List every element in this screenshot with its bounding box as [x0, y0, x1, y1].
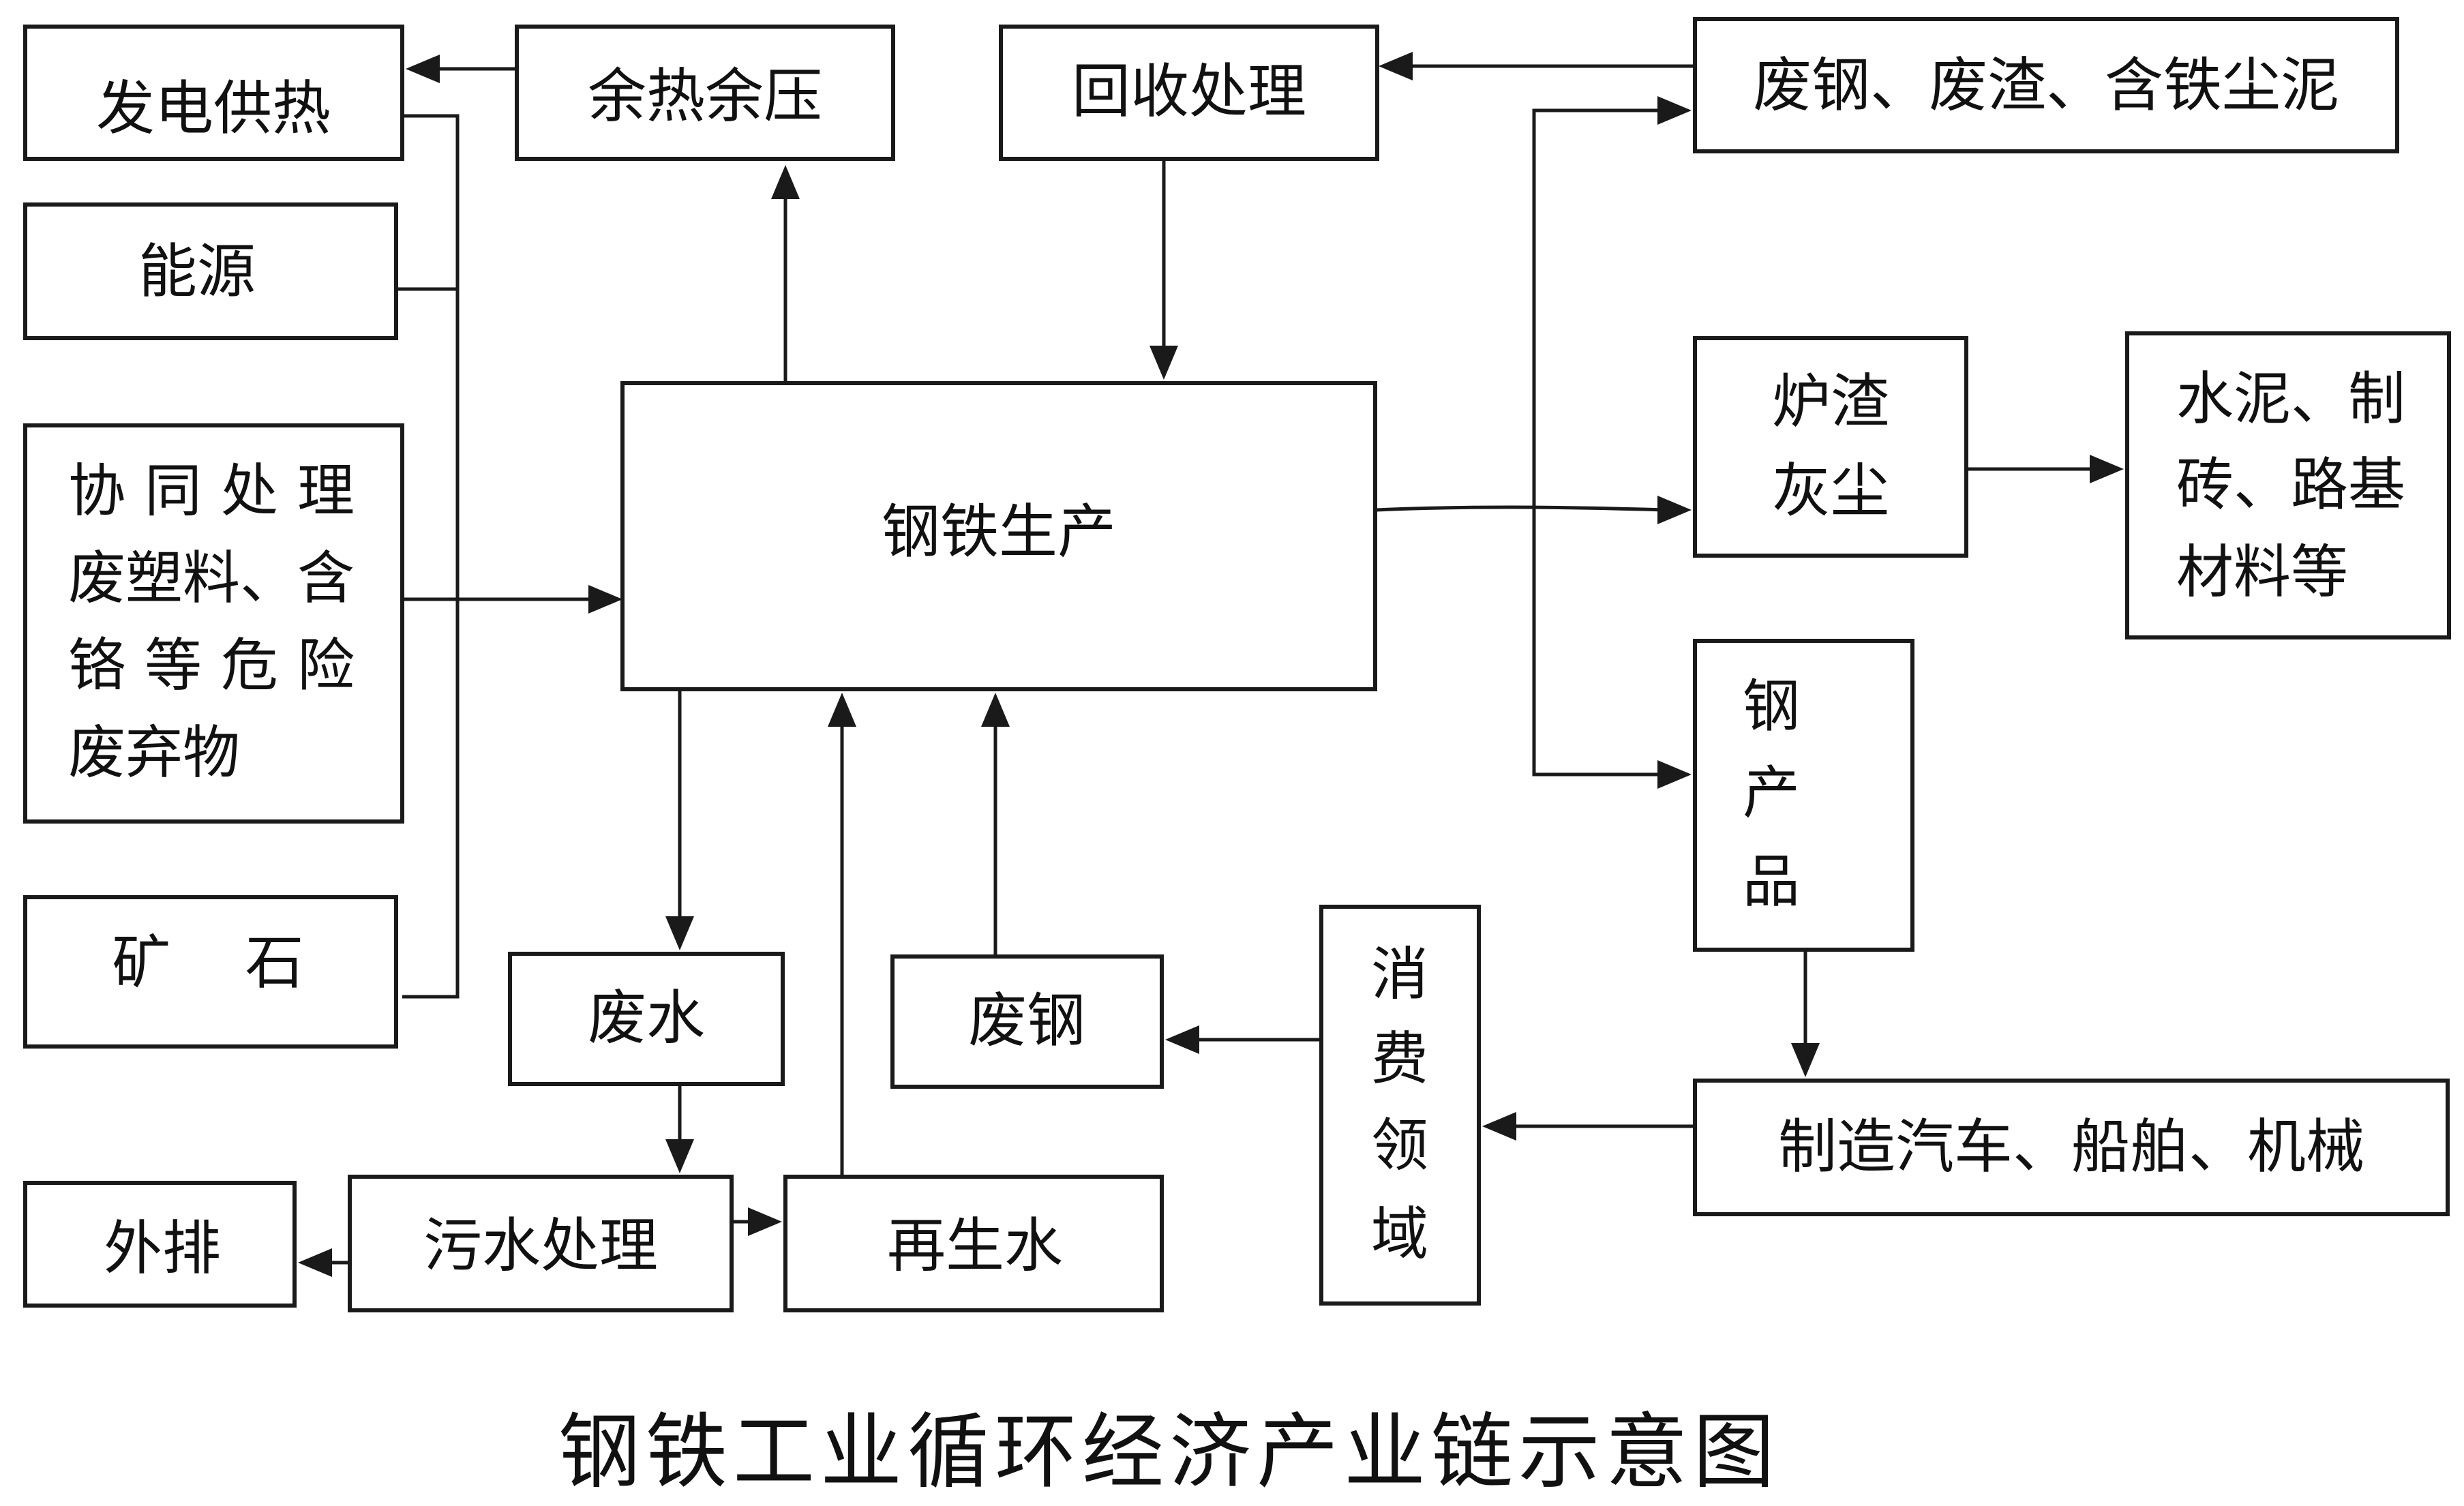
- label-cement-line-1: 水泥、制: [2176, 365, 2405, 432]
- box-slag-ash: [1693, 336, 1968, 558]
- arrow-into-steel-top: [1150, 346, 1178, 380]
- label-manufacturing: 制造汽车、船舶、机械: [1778, 1113, 2364, 1181]
- label-scrap-steel: 废钢: [968, 987, 1085, 1055]
- connector-energy-bracket: [402, 114, 460, 999]
- label-steel-production: 钢铁生产: [882, 498, 1116, 567]
- arrow-into-discharge: [298, 1248, 332, 1277]
- label-consumption-line-4: 域: [1371, 1201, 1428, 1267]
- label-coprocess-line-4: 废弃物: [68, 719, 240, 786]
- arrow-scrap-into-steel: [981, 693, 1010, 727]
- label-scrap-slag-dust: 废钢、废渣、含铁尘泥: [1753, 52, 2339, 120]
- arrow-into-slag-ash: [1657, 496, 1692, 524]
- box-wastewater: [508, 952, 785, 1086]
- arrow-into-scrap-slag-dust: [1657, 96, 1692, 125]
- connector-steel-slag: [1374, 505, 1664, 512]
- label-recycled-water: 再生水: [887, 1212, 1063, 1280]
- label-ore: 矿 石: [112, 929, 303, 997]
- arrow-recycled-into-steel: [828, 693, 856, 727]
- arrow-into-consumption: [1482, 1112, 1516, 1141]
- box-steel-products: [1693, 639, 1914, 952]
- box-coprocess: [23, 423, 404, 824]
- arrow-into-sewage: [665, 1139, 694, 1173]
- label-steel-products-line-2: 产: [1743, 759, 1800, 826]
- box-energy: [23, 202, 398, 340]
- arrow-into-cement: [2090, 455, 2124, 483]
- label-coprocess-line-2: 废塑料、含: [68, 545, 355, 612]
- arrow-into-steel-left: [588, 585, 622, 614]
- label-consumption-line-1: 消: [1371, 941, 1428, 1008]
- box-recycling: [999, 25, 1379, 161]
- box-discharge: [23, 1181, 297, 1308]
- label-consumption-line-3: 领: [1371, 1112, 1428, 1179]
- arrow-into-steel-products: [1657, 760, 1692, 789]
- box-recycled-water: [783, 1175, 1164, 1312]
- label-steel-products-line-3: 品: [1743, 848, 1800, 915]
- label-slag-ash-line-2: 灰尘: [1772, 457, 1889, 526]
- label-energy: 能源: [138, 238, 256, 306]
- arrow-into-scrap-steel: [1165, 1025, 1199, 1054]
- arrow-into-power-heat: [406, 55, 440, 83]
- label-slag-ash-line-1: 炉渣: [1772, 368, 1889, 436]
- box-manufacturing: [1693, 1079, 2450, 1216]
- box-waste-heat-pressure: [515, 25, 895, 161]
- arrow-into-recycled-water: [748, 1207, 782, 1236]
- box-sewage-treatment: [348, 1175, 734, 1312]
- arrow-into-recycling: [1379, 52, 1413, 80]
- box-scrap-slag-dust: [1693, 17, 2399, 153]
- label-discharge: 外排: [104, 1215, 221, 1283]
- connector-right-branch: [1532, 108, 1664, 777]
- arrow-into-manufacturing: [1791, 1043, 1820, 1077]
- label-consumption-line-2: 费: [1371, 1025, 1428, 1092]
- label-power-heat: 发电供热: [96, 75, 331, 143]
- label-wastewater: 废水: [588, 984, 705, 1053]
- arrow-into-waste-heat: [771, 165, 800, 199]
- label-recycling: 回收处理: [1072, 58, 1306, 126]
- arrow-into-wastewater: [665, 916, 694, 950]
- box-cement-materials: [2125, 331, 2451, 639]
- label-cement-line-3: 材料等: [2176, 539, 2348, 605]
- box-ore: [23, 895, 398, 1049]
- label-steel-products-line-1: 钢: [1743, 673, 1800, 740]
- box-consumption: [1319, 905, 1481, 1306]
- diagram-caption: 钢铁工业循环经济产业链示意图: [558, 1405, 1780, 1500]
- label-sewage-treatment: 污水处理: [423, 1212, 658, 1280]
- label-waste-heat-pressure: 余热余压: [588, 63, 822, 131]
- label-cement-line-2: 砖、路基: [2176, 451, 2405, 518]
- box-scrap-steel: [890, 954, 1164, 1089]
- box-steel-production: [620, 381, 1377, 691]
- box-power-heat: [23, 25, 404, 161]
